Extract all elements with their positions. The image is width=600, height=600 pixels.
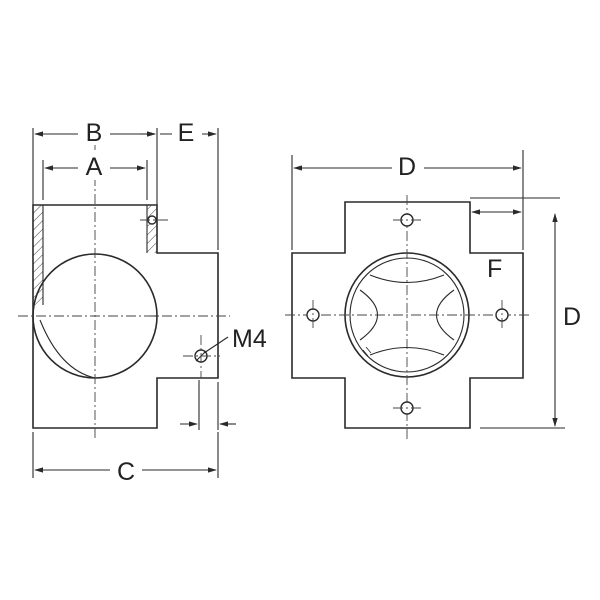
- label-a: A: [86, 153, 103, 181]
- label-c: C: [117, 458, 135, 486]
- dimension-m4: M4: [180, 325, 267, 430]
- label-b: B: [86, 119, 103, 147]
- label-d-right: D: [563, 303, 581, 331]
- dimension-b: B: [32, 115, 158, 205]
- dimension-c: C: [32, 432, 219, 486]
- label-e: E: [178, 119, 195, 147]
- dimension-e: E: [140, 115, 219, 250]
- label-f: F: [487, 255, 502, 283]
- dimension-d-top: D: [291, 150, 524, 250]
- front-view: [285, 195, 530, 440]
- side-view: [18, 140, 230, 440]
- label-d-top: D: [398, 153, 416, 181]
- dimension-d-right: D: [480, 213, 588, 429]
- label-m4: M4: [232, 325, 267, 353]
- dimension-f: F: [470, 197, 560, 283]
- dimension-a: A: [42, 150, 148, 200]
